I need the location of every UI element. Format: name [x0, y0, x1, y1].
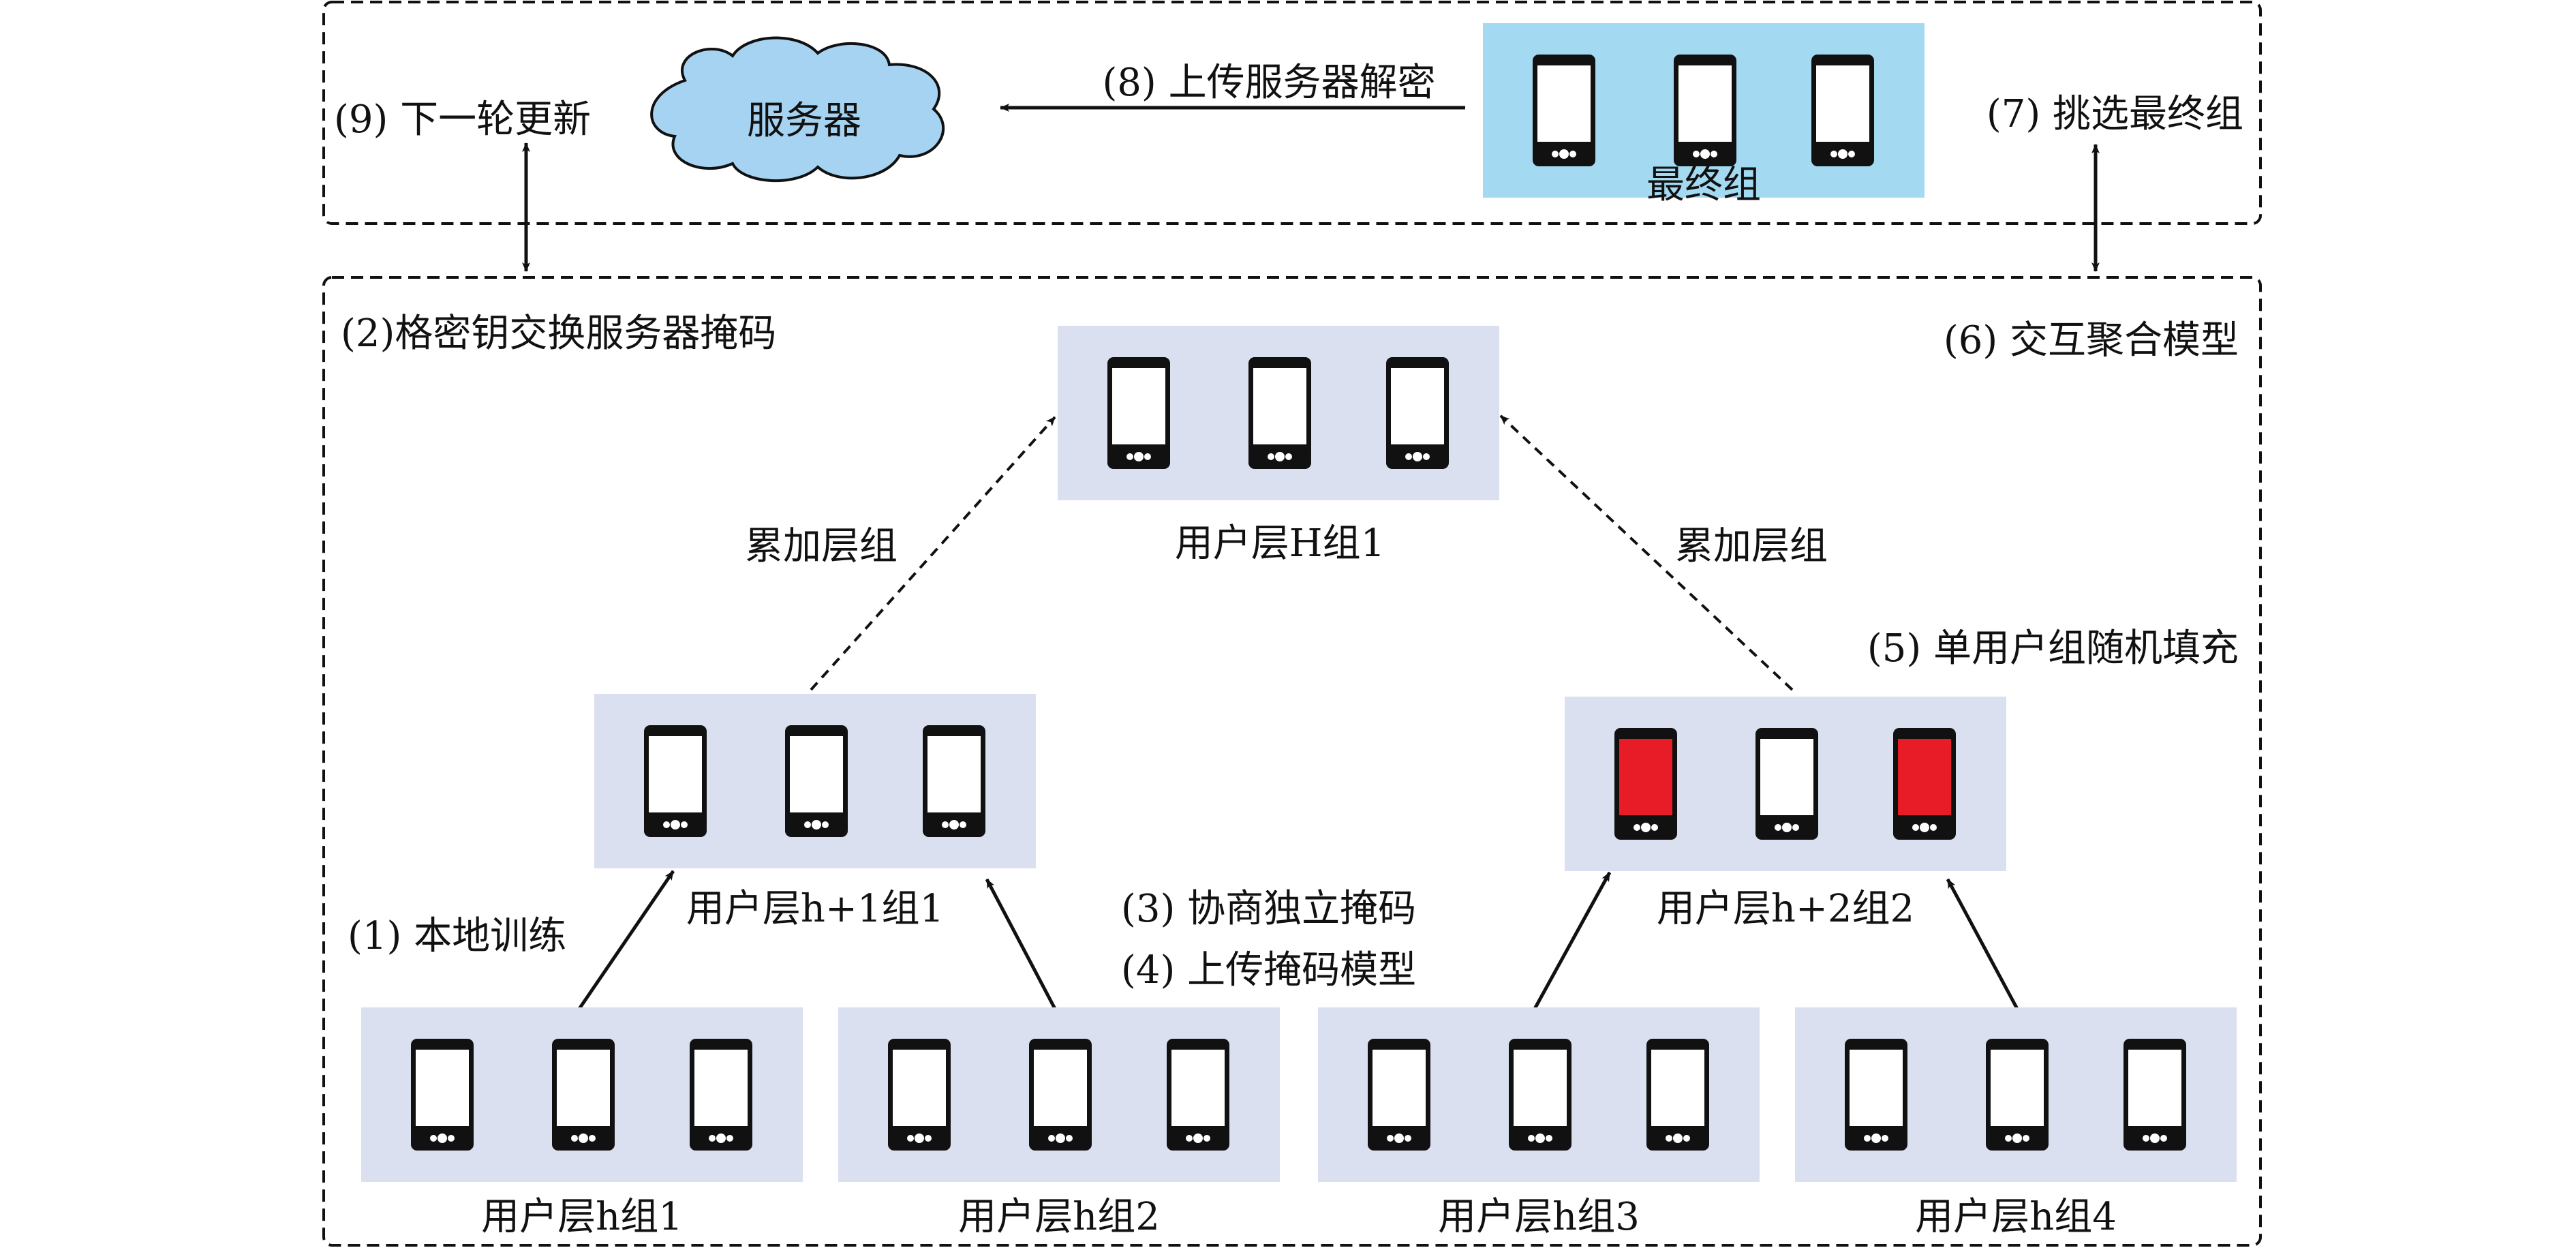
- phone-icon: [1646, 1039, 1709, 1153]
- phone-icon: [411, 1039, 474, 1153]
- bottom-group-label-1: 用户层h组1: [481, 1195, 683, 1239]
- phone-icon: [1167, 1039, 1229, 1153]
- next-round-label: (9) 下一轮更新: [334, 97, 592, 142]
- negotiate-mask-label: (3) 协商独立掩码: [1121, 887, 1417, 931]
- accumulate-right-arrow: [1499, 414, 1794, 691]
- phone-icon: [1811, 55, 1874, 169]
- top-panel-border: [322, 1, 2262, 225]
- lattice-key-label: (2)格密钥交换服务器掩码: [341, 311, 777, 356]
- phone-icon: [1986, 1039, 2049, 1153]
- upload-arrow-group2: [985, 878, 1057, 1010]
- local-train-label: (1) 本地训练: [348, 914, 567, 958]
- accumulate-left-arrow: [810, 416, 1056, 691]
- accumulate-left-label: 累加层组: [745, 524, 898, 568]
- phone-icon: [1248, 357, 1311, 472]
- phone-icon: [690, 1039, 752, 1153]
- upload-arrow-group4: [1946, 878, 2019, 1010]
- phone-icon: [1509, 1039, 1571, 1153]
- mid-right-group-label: 用户层h+2组2: [1656, 887, 1915, 931]
- phone-icon: [552, 1039, 615, 1153]
- final-group-label: 最终组: [1646, 163, 1761, 207]
- phone-icon: [1107, 357, 1170, 472]
- upload-arrow-group3: [1533, 871, 1612, 1010]
- phone-icon: [2123, 1039, 2186, 1153]
- bottom-panel-border: [322, 276, 2262, 1247]
- phone-icon: [888, 1039, 951, 1153]
- phone-icon: [1674, 55, 1736, 169]
- phone-icon: [644, 725, 707, 840]
- phone-icon: [785, 725, 848, 840]
- mid-left-group-label: 用户层h+1组1: [686, 887, 945, 931]
- interactive-aggregate-label: (6) 交互聚合模型: [1943, 318, 2239, 363]
- bottom-group-label-2: 用户层h组2: [958, 1195, 1160, 1239]
- cloud-icon: [650, 36, 945, 183]
- phone-icon: [1386, 357, 1449, 472]
- filled-phone-icon: [1614, 728, 1677, 842]
- phone-icon: [1029, 1039, 1092, 1153]
- top-group-label: 用户层H组1: [1174, 521, 1385, 566]
- random-fill-label: (5) 单用户组随机填充: [1867, 626, 2239, 671]
- select-final-label: (7) 挑选最终组: [1986, 92, 2243, 136]
- phone-icon: [1368, 1039, 1430, 1153]
- upload-decrypt-label: (8) 上传服务器解密: [1102, 61, 1436, 105]
- bottom-group-label-3: 用户层h组3: [1438, 1195, 1640, 1239]
- phone-icon: [1845, 1039, 1907, 1153]
- filled-phone-icon: [1893, 728, 1956, 842]
- server-label: 服务器: [747, 99, 861, 143]
- upload-arrow-group1: [577, 870, 675, 1010]
- bottom-group-label-4: 用户层h组4: [1915, 1195, 2117, 1239]
- accumulate-right-label: 累加层组: [1675, 524, 1828, 568]
- phone-icon: [1755, 728, 1818, 842]
- phone-icon: [923, 725, 985, 840]
- phone-icon: [1533, 55, 1595, 169]
- upload-mask-label: (4) 上传掩码模型: [1121, 948, 1417, 992]
